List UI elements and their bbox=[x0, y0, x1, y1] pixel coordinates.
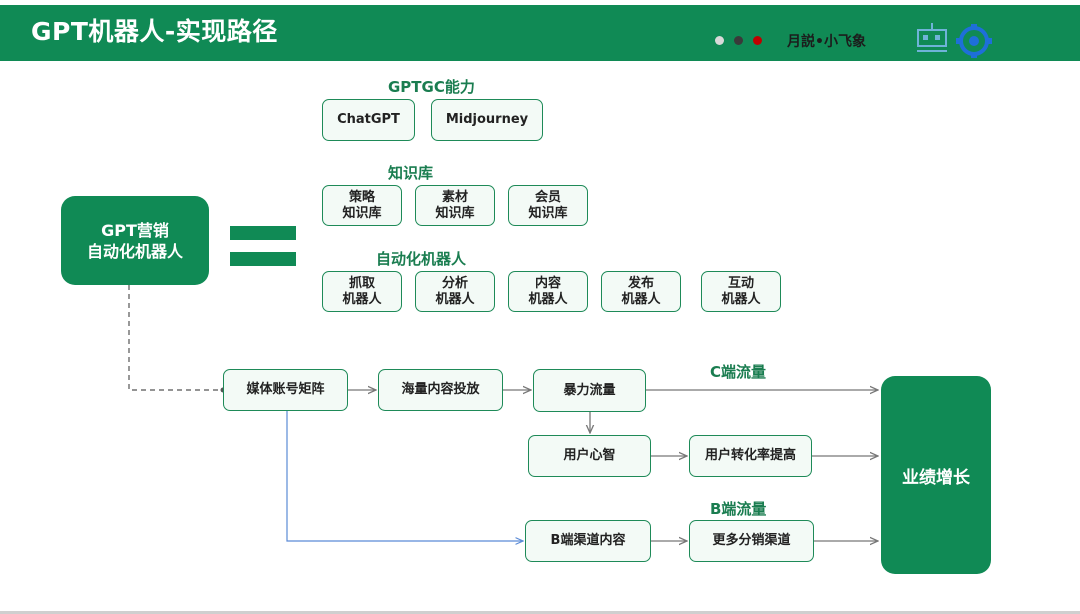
brand-logo-icon bbox=[917, 23, 947, 52]
author-label: 月説•小飞象 bbox=[787, 34, 866, 50]
performance-growth-box: 业绩增长 bbox=[881, 376, 991, 574]
gptgc-label: GPTGC能力 bbox=[388, 78, 475, 96]
knowledge-box-material: 素材 知识库 bbox=[415, 185, 495, 226]
more-channels-box: 更多分销渠道 bbox=[689, 520, 814, 562]
nav-dot-1 bbox=[715, 36, 724, 45]
nav-dot-2 bbox=[734, 36, 743, 45]
robot-box-publish: 发布 机器人 bbox=[601, 271, 681, 312]
b-traffic-label: B端流量 bbox=[710, 500, 767, 518]
gear-logo-icon bbox=[956, 24, 992, 58]
nav-dot-3 bbox=[753, 36, 762, 45]
viral-traffic-box: 暴力流量 bbox=[533, 369, 646, 412]
page-title: GPT机器人-实现路径 bbox=[31, 17, 278, 46]
conversion-box: 用户转化率提高 bbox=[689, 435, 812, 477]
chatgpt-box: ChatGPT bbox=[322, 99, 415, 141]
robot-box-interact: 互动 机器人 bbox=[701, 271, 781, 312]
header-bar bbox=[0, 5, 1080, 61]
robot-box-content: 内容 机器人 bbox=[508, 271, 588, 312]
midjourney-box: Midjourney bbox=[431, 99, 543, 141]
robots-label: 自动化机器人 bbox=[376, 250, 467, 268]
equals-bar-top bbox=[230, 226, 296, 240]
robot-box-crawl: 抓取 机器人 bbox=[322, 271, 402, 312]
bottom-divider bbox=[0, 611, 1080, 614]
equals-bar-bottom bbox=[230, 252, 296, 266]
knowledge-label: 知识库 bbox=[388, 164, 434, 182]
c-traffic-label: C端流量 bbox=[710, 363, 767, 381]
knowledge-box-member: 会员 知识库 bbox=[508, 185, 588, 226]
mass-content-box: 海量内容投放 bbox=[378, 369, 503, 411]
media-matrix-box: 媒体账号矩阵 bbox=[223, 369, 348, 411]
robot-box-analyze: 分析 机器人 bbox=[415, 271, 495, 312]
gpt-marketing-robot-box: GPT营销 自动化机器人 bbox=[61, 196, 209, 285]
knowledge-box-strategy: 策略 知识库 bbox=[322, 185, 402, 226]
user-mind-box: 用户心智 bbox=[528, 435, 651, 477]
b-channel-content-box: B端渠道内容 bbox=[525, 520, 651, 562]
